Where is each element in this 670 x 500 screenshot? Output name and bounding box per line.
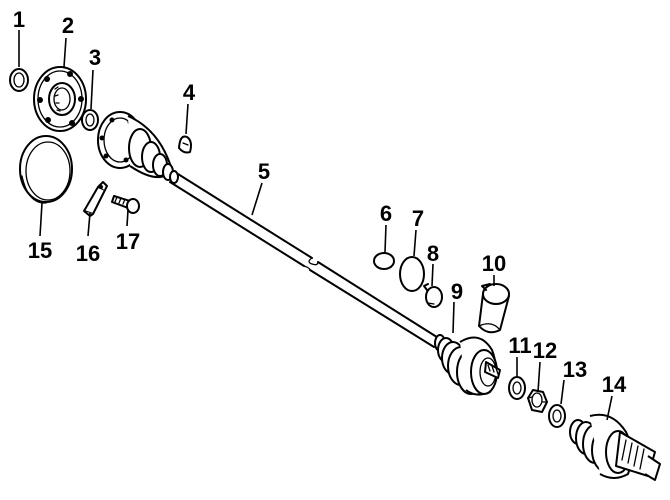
callout-8: 8 (427, 241, 439, 266)
callout-7: 7 (412, 206, 424, 231)
part-1-ring-washer (9, 68, 29, 92)
callout-2: 2 (62, 13, 74, 38)
callout-labels: 1 2 3 4 5 6 7 8 9 10 11 12 13 14 15 16 1… (13, 7, 627, 397)
part-10-band (478, 283, 510, 334)
part-15-large-ring (19, 135, 73, 204)
part-11-washer (508, 376, 526, 400)
callout-1: 1 (13, 7, 25, 32)
part-14-cv-joint-boot (569, 413, 661, 481)
callout-10: 10 (482, 251, 506, 276)
part-5-shaft (169, 173, 441, 348)
callout-12: 12 (533, 338, 557, 363)
callout-4: 4 (183, 80, 196, 105)
callout-6: 6 (380, 201, 392, 226)
callout-3: 3 (89, 45, 101, 70)
callout-5: 5 (258, 159, 270, 184)
part-2-flange (33, 66, 87, 132)
callout-15: 15 (28, 238, 52, 263)
part-13-ring (548, 404, 566, 428)
part-4-clip (178, 135, 192, 154)
part-7-ring (399, 256, 425, 292)
callout-9: 9 (451, 279, 463, 304)
leader-lines (18, 30, 613, 421)
callout-14: 14 (602, 372, 627, 397)
callout-17: 17 (116, 229, 140, 254)
part-8-clamp (423, 283, 443, 308)
part-9-boot (434, 334, 501, 396)
inner-cv-joint (97, 111, 179, 184)
part-6-disc (373, 252, 395, 270)
callout-13: 13 (563, 357, 587, 382)
part-3-washer (81, 109, 99, 131)
callout-11: 11 (508, 333, 531, 358)
part-16-bracket (83, 181, 108, 217)
part-17-bolt (111, 195, 140, 214)
callout-16: 16 (76, 241, 100, 266)
part-12-nut (527, 389, 548, 413)
